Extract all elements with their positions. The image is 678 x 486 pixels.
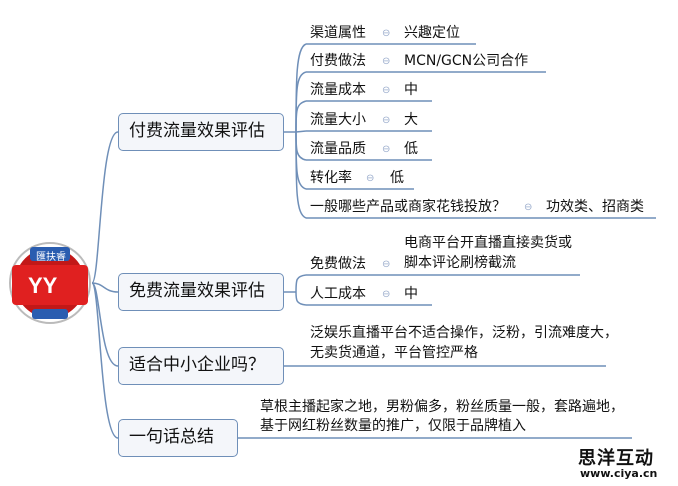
text-line: 泛娱乐直播平台不适合操作，泛粉，引流难度大， <box>310 325 618 341</box>
leaf-value: 中 <box>404 82 418 98</box>
text-line: 草根主播起家之地，男粉偏多，粉丝质量一般，套路遍地， <box>260 399 624 415</box>
branch-label: 一句话总结 <box>129 427 214 447</box>
leaf-value: 功效类、招商类 <box>546 199 644 215</box>
root-node: 匯扶睿 YY <box>8 241 92 325</box>
leaf-key: 人工成本 <box>310 286 366 302</box>
root-label: YY <box>28 273 58 298</box>
branch-summary[interactable]: 一句话总结 <box>118 419 238 457</box>
leaf-value: 大 <box>404 112 418 128</box>
leaf-value-line: 脚本评论刷榜截流 <box>404 255 516 271</box>
separator-icon: ⊖ <box>382 259 391 270</box>
separator-icon: ⊖ <box>382 85 391 96</box>
watermark-name: 思洋互动 <box>578 448 654 469</box>
text-line: 基于网红粉丝数量的推广，仅限于品牌植入 <box>260 418 526 434</box>
separator-icon: ⊖ <box>366 173 375 184</box>
branch-label: 适合中小企业吗？ <box>129 355 265 375</box>
leaf-key: 一般哪些产品或商家花钱投放？ <box>310 199 506 215</box>
leaf-key: 付费做法 <box>310 53 366 69</box>
leaf-value: 低 <box>404 141 418 157</box>
leaf-value: 中 <box>404 286 418 302</box>
leaf-value: 兴趣定位 <box>404 25 460 41</box>
root-badge-text: 匯扶睿 <box>36 252 66 263</box>
leaf-value: MCN/GCN公司合作 <box>404 53 529 69</box>
branch-label: 付费流量效果评估 <box>129 121 265 141</box>
separator-icon: ⊖ <box>382 115 391 126</box>
branch-paid-traffic[interactable]: 付费流量效果评估 <box>118 113 284 151</box>
watermark-url: www.ciya.cn <box>580 467 658 480</box>
separator-icon: ⊖ <box>382 56 391 67</box>
leaf-key: 流量品质 <box>310 141 366 157</box>
branch-suitability[interactable]: 适合中小企业吗？ <box>118 347 284 385</box>
separator-icon: ⊖ <box>382 289 391 300</box>
separator-icon: ⊖ <box>524 202 533 213</box>
leaf-key: 渠道属性 <box>310 25 366 41</box>
branch-free-traffic[interactable]: 免费流量效果评估 <box>118 273 284 311</box>
leaf-key: 流量成本 <box>310 82 366 98</box>
leaf-key: 转化率 <box>310 170 352 186</box>
separator-icon: ⊖ <box>382 28 391 39</box>
leaf-value: 低 <box>390 170 404 186</box>
leaf-value-line: 电商平台开直播直接卖货或 <box>404 235 572 251</box>
text-line: 无卖货通道，平台管控严格 <box>310 345 478 361</box>
leaf-key: 免费做法 <box>310 256 366 272</box>
separator-icon: ⊖ <box>382 144 391 155</box>
root-logo-icon <box>9 242 91 324</box>
branch-label: 免费流量效果评估 <box>129 281 265 301</box>
leaf-key: 流量大小 <box>310 112 366 128</box>
